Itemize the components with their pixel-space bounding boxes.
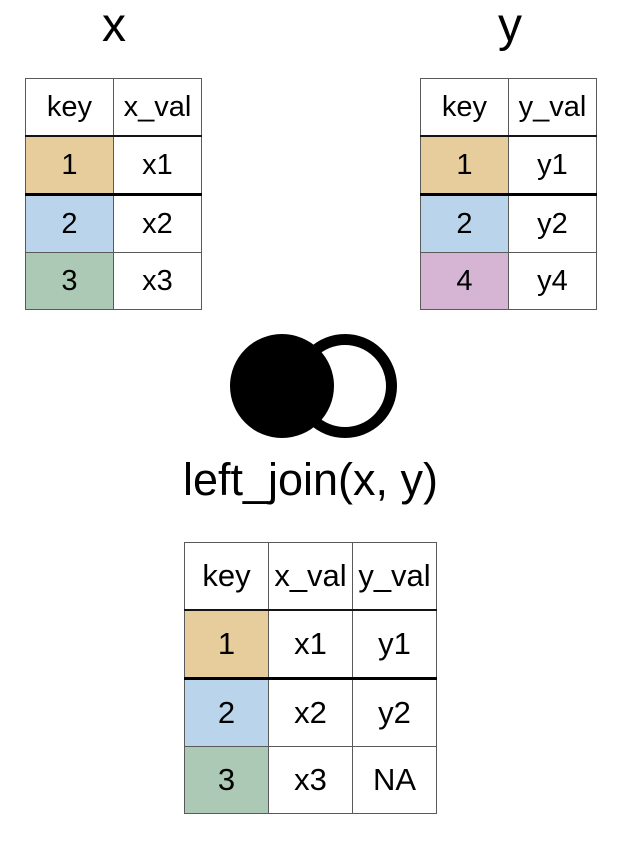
header-cell: x_val — [113, 78, 202, 137]
value-cell: x1 — [113, 135, 202, 196]
key-cell: 3 — [25, 252, 114, 310]
venn-left-circle-filled-icon — [230, 334, 334, 438]
table-x-title: x — [102, 0, 126, 52]
table-row: 1 x1 — [25, 135, 202, 196]
value-cell: x1 — [268, 609, 353, 680]
value-cell: y4 — [508, 252, 597, 310]
table-row: 4 y4 — [420, 252, 597, 310]
value-cell: y2 — [352, 678, 437, 747]
key-cell: 3 — [184, 746, 269, 814]
header-cell: key — [420, 78, 509, 137]
key-cell: 2 — [420, 194, 509, 253]
key-cell: 1 — [184, 609, 269, 680]
key-cell: 1 — [25, 135, 114, 196]
key-cell: 4 — [420, 252, 509, 310]
table-x: key x_val 1 x1 2 x2 3 x3 — [25, 78, 202, 310]
value-cell: x2 — [268, 678, 353, 747]
table-row: 3 x3 NA — [184, 746, 437, 814]
value-cell: y1 — [508, 135, 597, 196]
value-cell: x3 — [268, 746, 353, 814]
table-y-title: y — [498, 0, 522, 52]
table-row: 1 y1 — [420, 135, 597, 196]
table-row: 2 y2 — [420, 194, 597, 253]
header-cell: y_val — [508, 78, 597, 137]
header-cell: key — [184, 542, 269, 611]
value-cell: x2 — [113, 194, 202, 253]
result-table: key x_val y_val 1 x1 y1 2 x2 y2 3 x3 NA — [184, 542, 437, 814]
left-join-venn-icon — [230, 332, 398, 440]
table-row: 2 x2 — [25, 194, 202, 253]
value-cell: y2 — [508, 194, 597, 253]
value-cell: y1 — [352, 609, 437, 680]
header-cell: y_val — [352, 542, 437, 611]
value-cell: x3 — [113, 252, 202, 310]
key-cell: 2 — [184, 678, 269, 747]
key-cell: 2 — [25, 194, 114, 253]
join-function-label: left_join(x, y) — [182, 454, 439, 505]
table-row: 2 x2 y2 — [184, 678, 437, 747]
table-y: key y_val 1 y1 2 y2 4 y4 — [420, 78, 597, 310]
table-row: key x_val y_val — [184, 542, 437, 611]
header-cell: key — [25, 78, 114, 137]
table-row: key y_val — [420, 78, 597, 137]
value-cell: NA — [352, 746, 437, 814]
table-row: 1 x1 y1 — [184, 609, 437, 680]
header-cell: x_val — [268, 542, 353, 611]
key-cell: 1 — [420, 135, 509, 196]
table-row: key x_val — [25, 78, 202, 137]
table-row: 3 x3 — [25, 252, 202, 310]
